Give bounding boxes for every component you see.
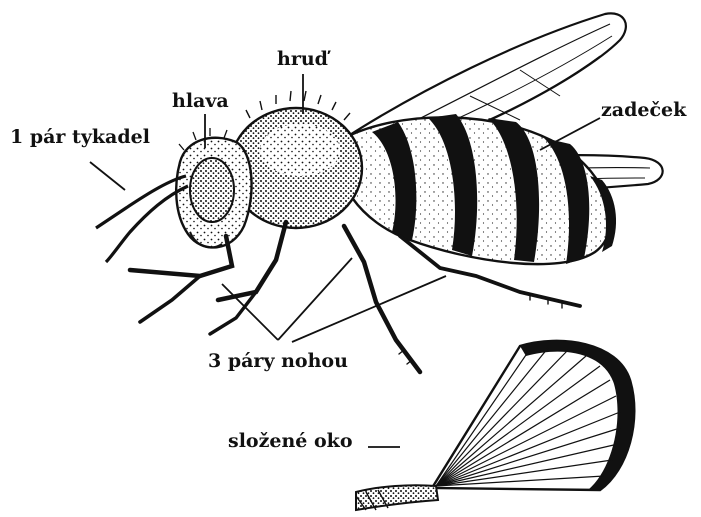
label-head: hlava [172, 90, 229, 112]
compound-eye-detail [356, 341, 634, 510]
abdomen [338, 114, 616, 264]
label-antennae: 1 pár tykadel [10, 126, 150, 148]
antennae [96, 176, 188, 262]
label-abdomen: zadeček [601, 99, 686, 121]
label-legs: 3 páry nohou [208, 350, 348, 372]
label-compound-eye: složené oko [228, 430, 353, 452]
label-thorax: hruď [277, 48, 328, 70]
eye-on-head [190, 158, 234, 222]
